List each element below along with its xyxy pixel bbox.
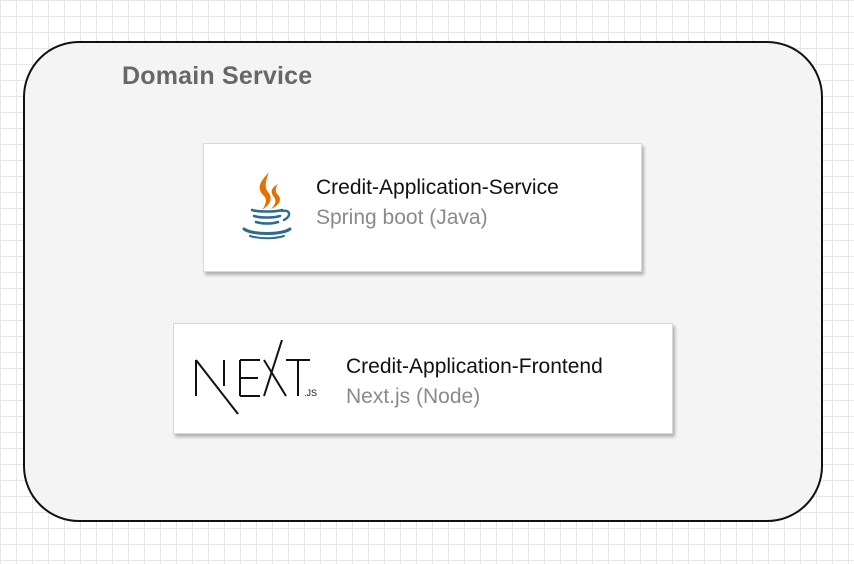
domain-service-group[interactable] [23, 41, 823, 522]
java-logo-icon [238, 170, 296, 240]
service-technology: Spring boot (Java) [316, 206, 488, 229]
nextjs-logo-icon: .JS [192, 339, 327, 416]
service-name: Credit-Application-Frontend [346, 355, 603, 378]
credit-application-service-card[interactable]: Credit-Application-Service Spring boot (… [203, 143, 642, 272]
service-name: Credit-Application-Service [316, 176, 559, 199]
domain-service-title: Domain Service [122, 62, 313, 90]
credit-application-frontend-card[interactable]: .JS Credit-Application-Frontend Next.js … [173, 323, 673, 434]
svg-text:.JS: .JS [304, 388, 317, 398]
service-technology: Next.js (Node) [346, 385, 481, 408]
